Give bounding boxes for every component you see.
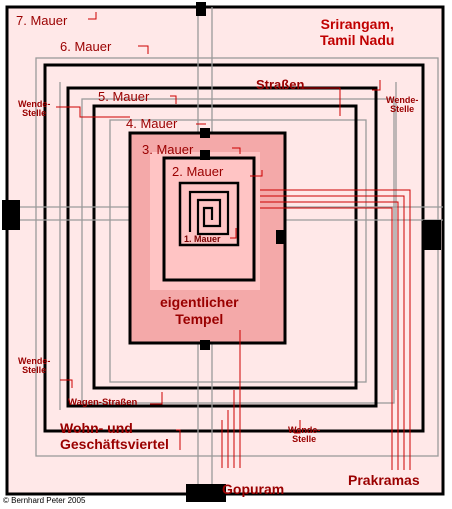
- gate-wall-4-north: [200, 128, 210, 138]
- gate-east-outer: [423, 220, 441, 250]
- prakramas-label: Prakramas: [348, 472, 420, 488]
- wall-5: [66, 86, 378, 408]
- gate-wall-3-east: [276, 230, 286, 244]
- wall-7-label: 7. Mauer: [16, 13, 68, 28]
- gate-wall-4-south: [200, 340, 210, 350]
- turning-point-label-ne: Wende- Stelle: [386, 95, 419, 115]
- city-title: Srirangam, Tamil Nadu: [320, 16, 395, 49]
- gate-north-outer: [196, 2, 206, 16]
- sanctum-spiral: [188, 190, 230, 236]
- wall-1: [178, 181, 240, 247]
- street-outline-4: [109, 119, 367, 383]
- street-outline-5: [81, 98, 395, 404]
- living-business-label: Wohn- und Geschäftsviertel: [60, 420, 169, 453]
- gate-south-outer: [186, 484, 226, 502]
- wall-2-label: 2. Mauer: [172, 164, 224, 179]
- gate-west-outer: [2, 200, 20, 230]
- wall-5-label: 5. Mauer: [98, 89, 150, 104]
- gate-wall-3-north: [200, 150, 210, 160]
- wall-3-label: 3. Mauer: [142, 142, 194, 157]
- wall-4-label: 4. Mauer: [126, 116, 178, 131]
- copyright-label: © Bernhard Peter 2005: [3, 496, 86, 505]
- streets-label: Straßen: [256, 77, 305, 92]
- turning-point-label-nw: Wende- Stelle: [18, 99, 51, 119]
- temple-label: eigentlicher Tempel: [160, 294, 239, 327]
- wall-1-label: 1. Mauer: [184, 234, 221, 244]
- street-outline-6: [35, 57, 439, 457]
- wagon-streets-label: Wagen-Straßen: [68, 397, 138, 408]
- gopuram-label: Gopuram: [222, 481, 285, 497]
- wall-6-label: 6. Mauer: [60, 39, 112, 54]
- wall-4: [92, 104, 358, 390]
- leader-lines: [56, 12, 411, 470]
- turning-point-label-se: Wende- Stelle: [288, 425, 321, 445]
- turning-point-label-sw: Wende- Stelle: [18, 356, 51, 376]
